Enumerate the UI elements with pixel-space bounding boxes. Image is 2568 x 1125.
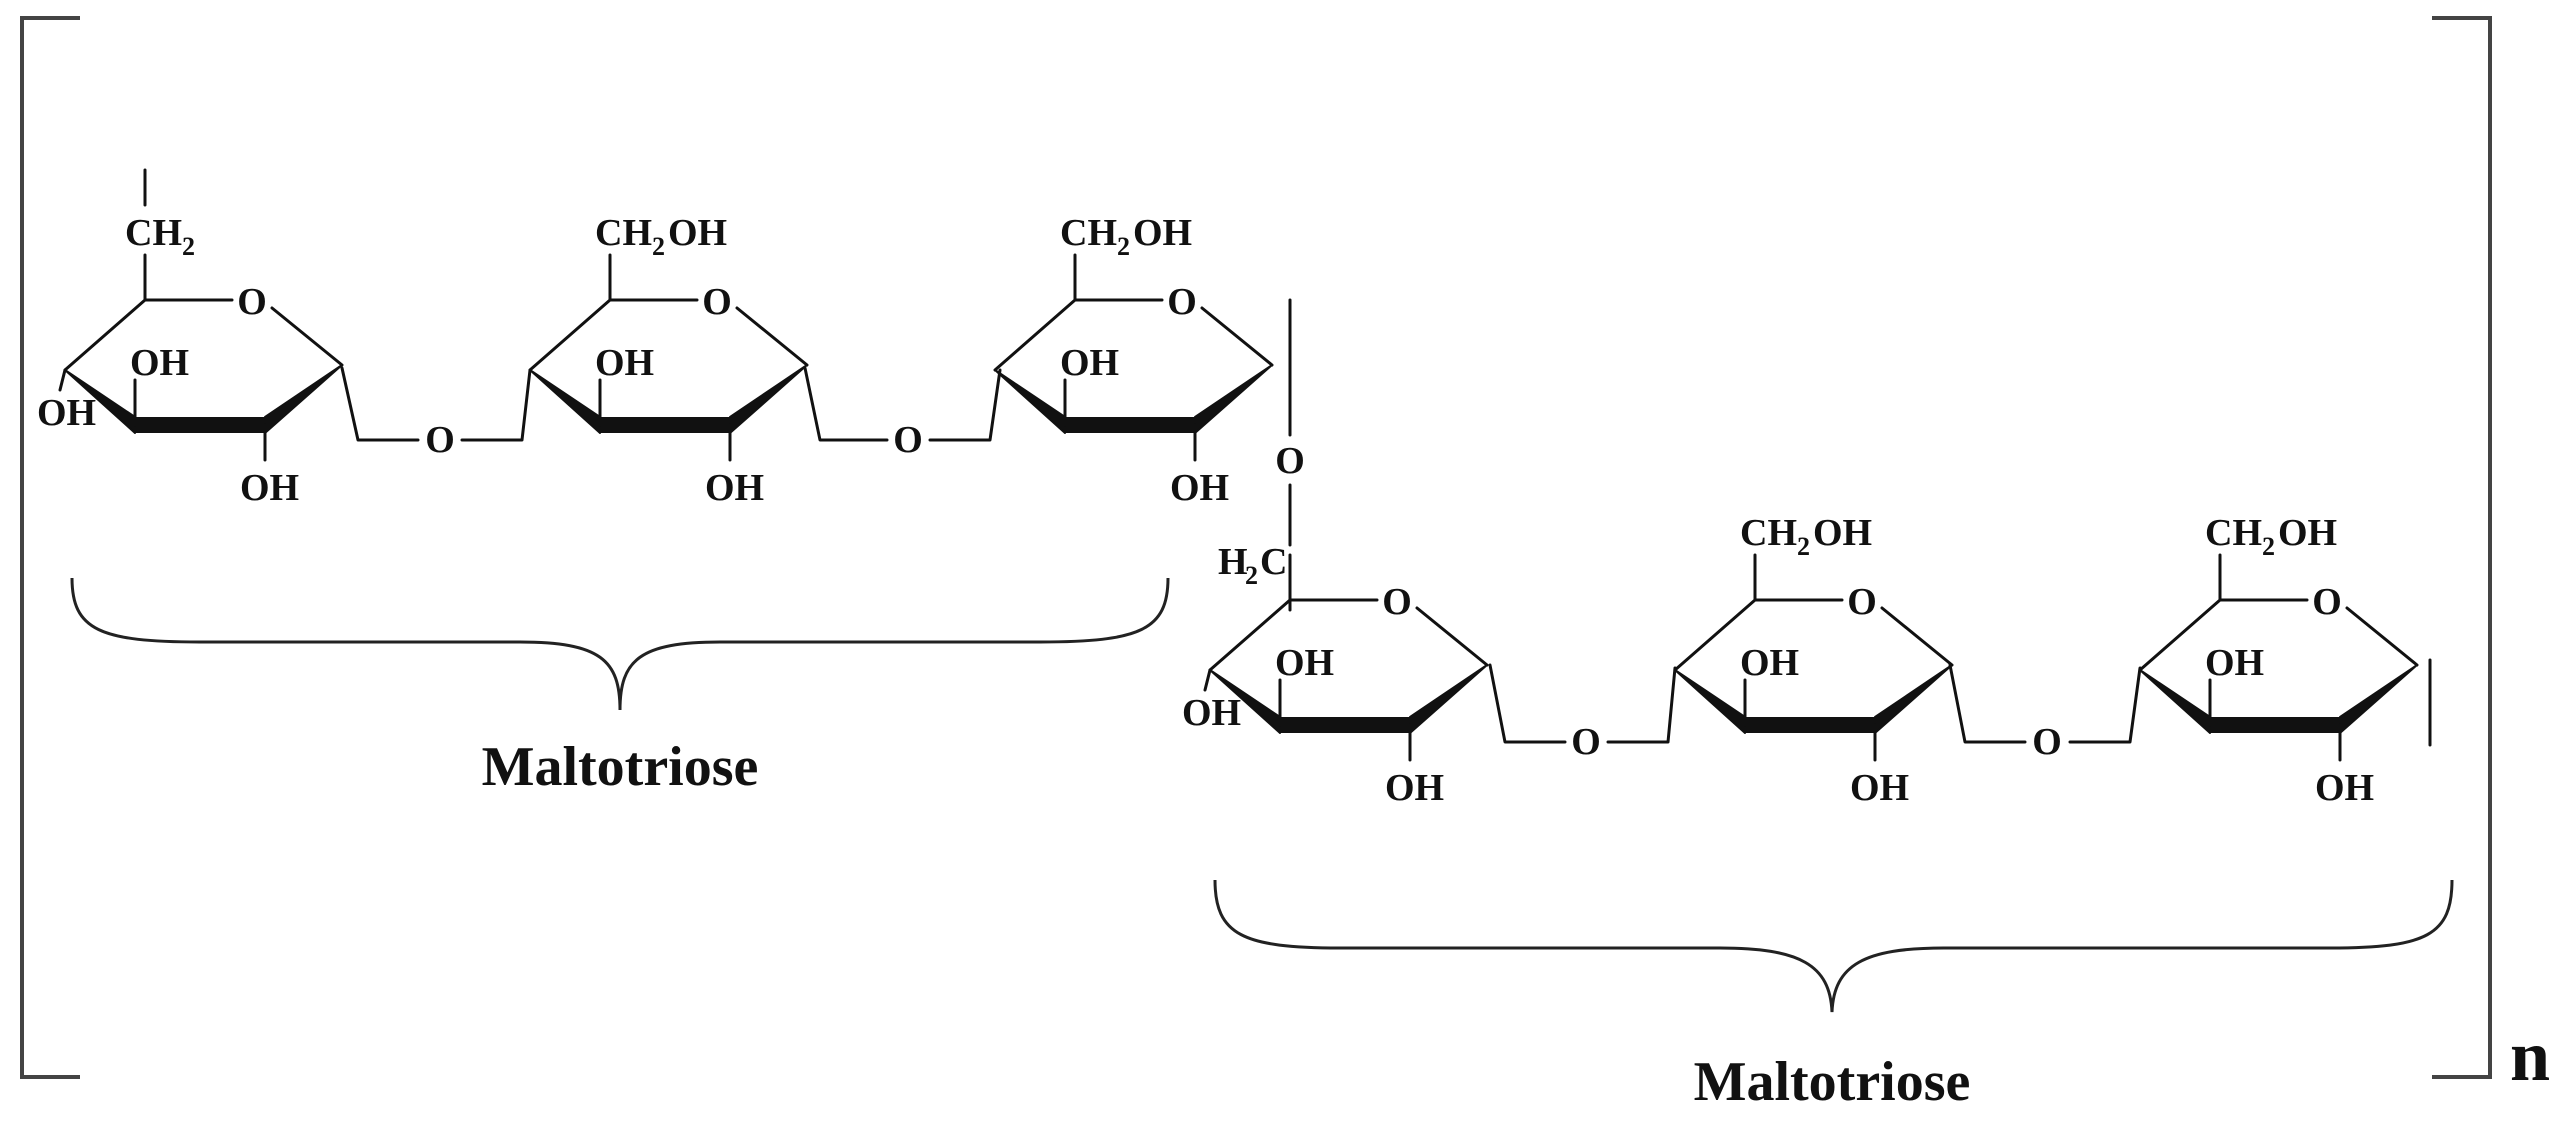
ring-oxygen-label: O (1847, 581, 1877, 623)
ring-back-bond (1880, 606, 1954, 667)
ch2oh-group-ch: CH (2205, 512, 2262, 554)
ring-oxygen-label: O (1382, 581, 1412, 623)
ch2-group-ch: CH (125, 212, 182, 254)
right-square-bracket (2432, 16, 2492, 1079)
ring-oxygen-label: O (237, 281, 267, 323)
ring-front-bold-bond (600, 417, 730, 433)
ring-front-wedge (994, 369, 1066, 434)
right-maltotriose-caption: Maltotriose (1694, 1051, 1971, 1113)
glycosidic-oxygen-label: O (425, 419, 455, 461)
left-maltotriose-brace (70, 577, 1170, 711)
glycosidic-bond (2068, 666, 2142, 744)
h2c-group-c: C (1260, 541, 1287, 583)
glucose-ring: O OH OH OH (1182, 553, 1489, 809)
left-maltotriose-caption: Maltotriose (482, 736, 759, 798)
c2-hydroxyl-label: OH (1170, 467, 1229, 509)
ring-front-wedge (529, 369, 601, 434)
ch2oh-group-subscript: 2 (2262, 532, 2275, 561)
c4-hydroxyl-label: OH (37, 392, 96, 434)
ch2oh-group-oh: OH (2278, 512, 2337, 554)
c2-hydroxyl-label: OH (240, 467, 299, 509)
c2-hydroxyl-label: OH (1385, 767, 1444, 809)
glycosidic-bond (1488, 663, 1567, 744)
ring-front-bold-bond (1065, 417, 1195, 433)
c4-hydroxyl-label: OH (1182, 692, 1241, 734)
glycosidic-bond (803, 366, 889, 442)
ring-back-bond (1200, 306, 1274, 367)
ch2oh-group-ch: CH (595, 212, 652, 254)
ring-front-wedge (729, 364, 808, 434)
glycosidic-bond (1606, 666, 1677, 744)
c2-hydroxyl-label: OH (1850, 767, 1909, 809)
glycosidic-bond (1948, 663, 2027, 744)
glycosidic-oxygen-label: O (1571, 721, 1601, 763)
ring-front-bold-bond (2210, 717, 2340, 733)
h2c-group-h: H (1218, 541, 1248, 583)
ch2oh-group-oh: OH (1133, 212, 1192, 254)
c3-hydroxyl-label: OH (1275, 642, 1334, 684)
ring-oxygen-label: O (2312, 581, 2342, 623)
ring-front-bold-bond (1280, 717, 1410, 733)
ring-front-wedge (264, 364, 343, 434)
glycosidic-bond (928, 368, 1002, 442)
c3-hydroxyl-label: OH (595, 342, 654, 384)
left-square-bracket (20, 16, 80, 1079)
glycosidic-oxygen-label: O (893, 419, 923, 461)
c3-hydroxyl-label: OH (1060, 342, 1119, 384)
h2c-group-subscript: 2 (1245, 561, 1258, 590)
ch2oh-group-oh: OH (668, 212, 727, 254)
ch2oh-group-oh: OH (1813, 512, 1872, 554)
ring-front-bold-bond (1745, 717, 1875, 733)
c3-hydroxyl-label: OH (2205, 642, 2264, 684)
ring-front-wedge (1874, 664, 1953, 734)
ring-front-wedge (2139, 669, 2211, 734)
ring-front-wedge (2339, 664, 2418, 734)
c3-hydroxyl-label: OH (1740, 642, 1799, 684)
ring-back-bond (735, 306, 809, 367)
glycosidic-bond (340, 366, 420, 442)
branch-linkage: O H 2 C (1218, 368, 1305, 612)
lower-chain-linkages: O O (1488, 658, 2432, 763)
c2-hydroxyl-label: OH (2315, 767, 2374, 809)
ring-back-bond (1415, 606, 1489, 667)
ch2-group-subscript: 2 (182, 232, 195, 261)
ch2oh-group-ch: CH (1060, 212, 1117, 254)
ring-front-wedge (1409, 664, 1488, 734)
ring-front-wedge (1194, 364, 1273, 434)
glycosidic-oxygen-label: O (2032, 721, 2062, 763)
ch2oh-group-ch: CH (1740, 512, 1797, 554)
ring-oxygen-label: O (702, 281, 732, 323)
ch2oh-group-subscript: 2 (1797, 532, 1810, 561)
branch-oxygen-label: O (1275, 440, 1305, 482)
c4-oh-bond (1203, 668, 1212, 692)
ch2oh-group-subscript: 2 (1117, 232, 1130, 261)
ch2oh-group-subscript: 2 (652, 232, 665, 261)
upper-chain-linkages: O O (340, 366, 1002, 461)
ring-back-bond (2345, 606, 2419, 667)
repeat-count-label: n (2510, 1016, 2550, 1096)
ring-oxygen-label: O (1167, 281, 1197, 323)
c4-oh-bond (58, 368, 67, 392)
ring-back-bond (270, 306, 344, 367)
right-maltotriose-brace (1213, 879, 2454, 1013)
glycosidic-bond (460, 368, 532, 442)
c3-hydroxyl-label: OH (130, 342, 189, 384)
ring-front-wedge (1674, 669, 1746, 734)
ring-front-bold-bond (135, 417, 265, 433)
c2-hydroxyl-label: OH (705, 467, 764, 509)
